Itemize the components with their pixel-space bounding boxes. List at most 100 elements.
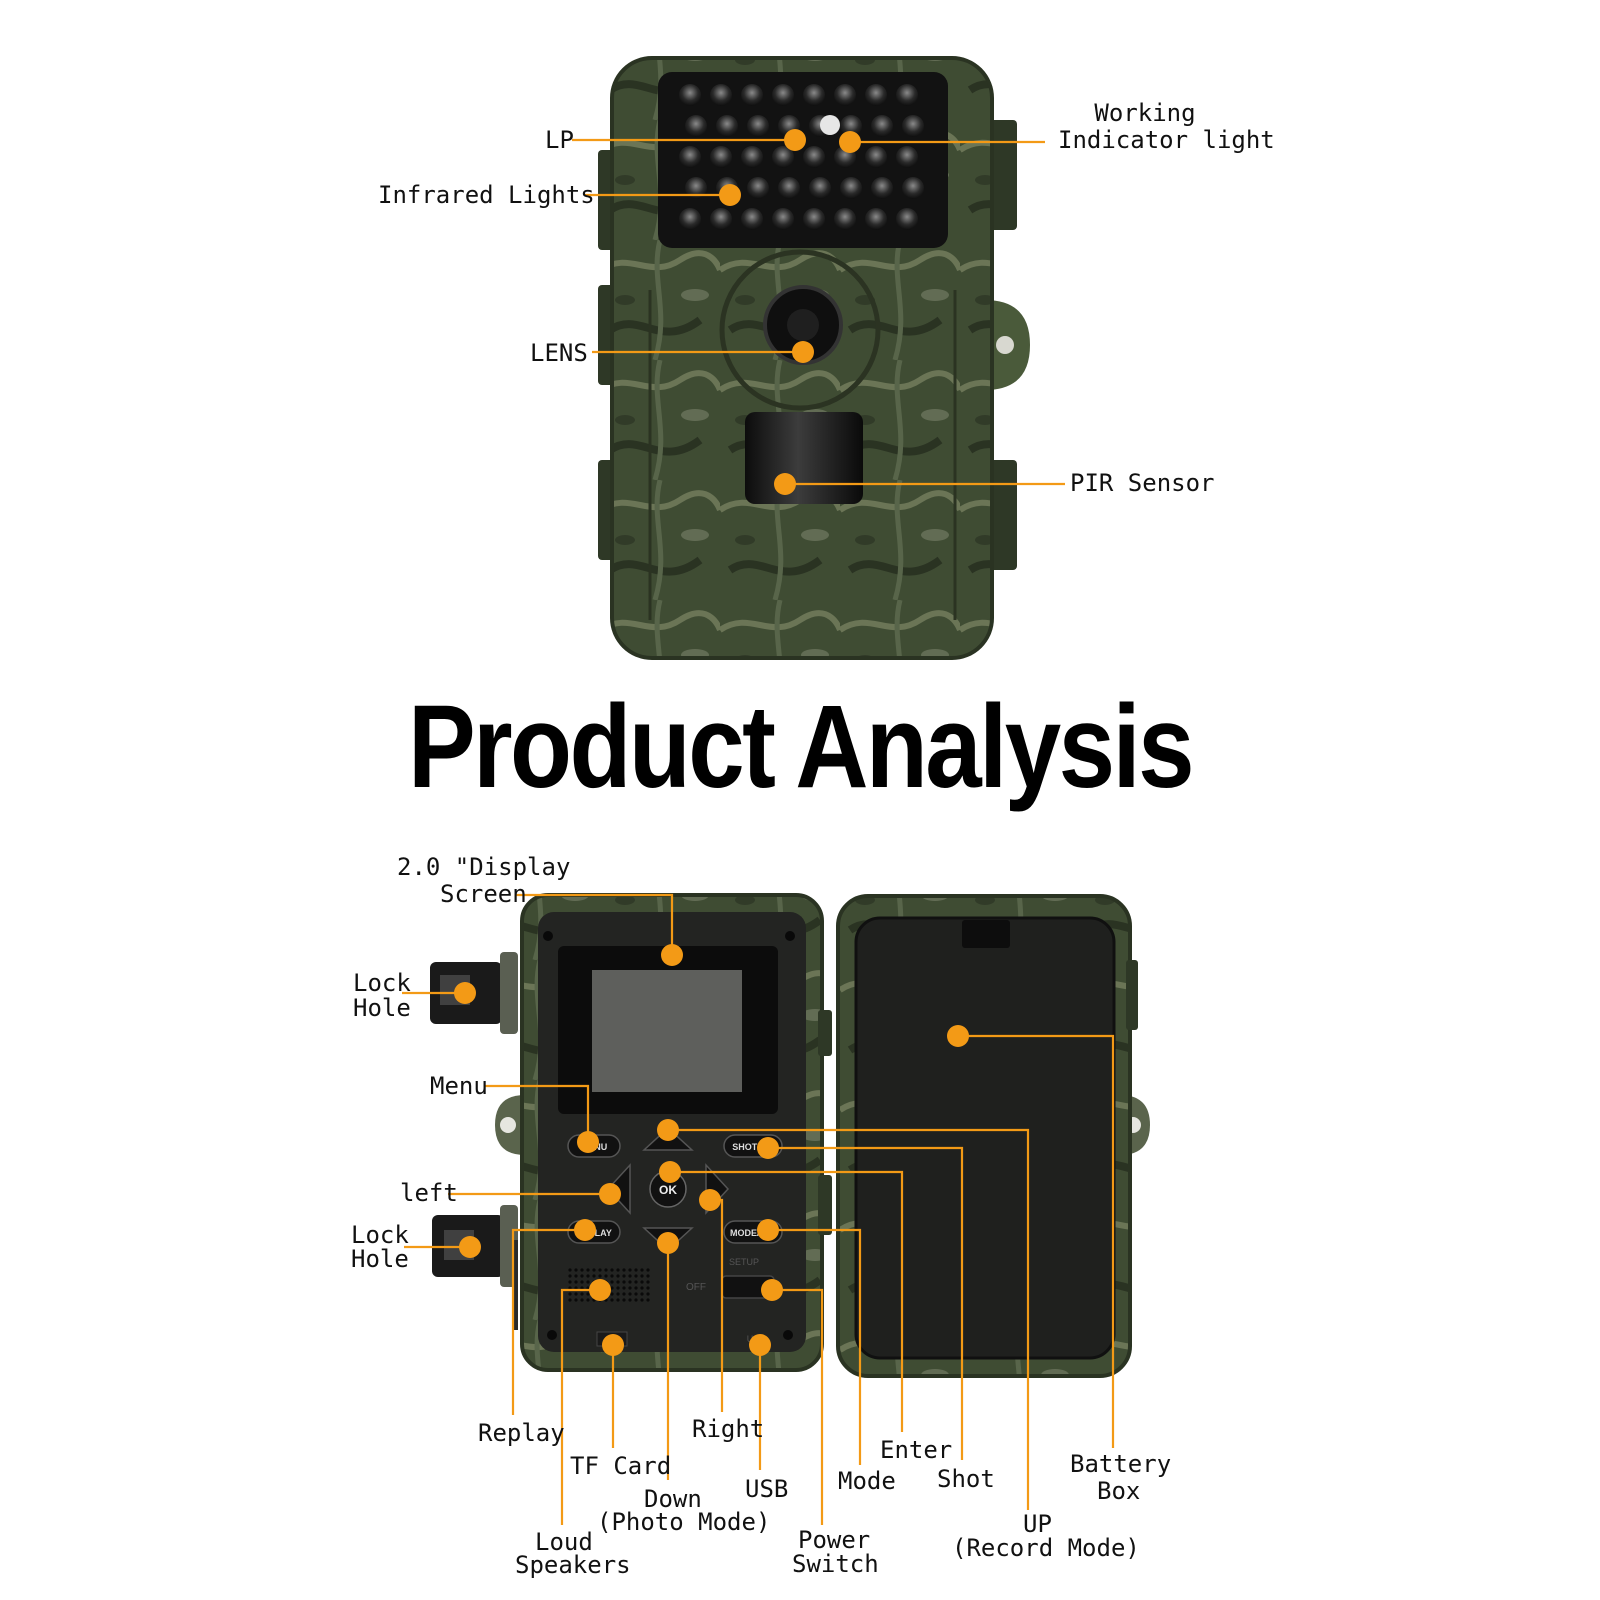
infrared-led [679,208,701,230]
infrared-led [716,115,738,137]
infrared-led [772,84,794,106]
speaker-hole [580,1292,584,1296]
callout-up-dot [657,1119,679,1141]
screw [547,1330,557,1340]
display-screen [592,970,742,1092]
label-power-line2: Switch [792,1550,879,1578]
label-power-line1: Power [798,1526,871,1554]
label-up-line1: UP [1023,1510,1052,1538]
infrared-led [896,208,918,230]
front-panel-lines [648,290,957,620]
infrared-led [772,146,794,168]
label-display-line1: 2.0 "Display [397,853,571,881]
callout-replay-line [511,1228,585,1415]
callout-lines [402,129,1115,1525]
side-strap [512,1240,518,1330]
label-pir-sensor: PIR Sensor [1070,469,1215,497]
speaker-hole [586,1298,590,1302]
speaker-hole [610,1274,614,1278]
infrared-led [834,84,856,106]
callout-menu-dot [577,1131,599,1153]
speaker-hole [640,1286,644,1290]
speaker-hole [574,1286,578,1290]
callout-lens-dot [792,341,814,363]
back-strap-hole-left [500,1117,516,1133]
speaker-hole [592,1268,596,1272]
infrared-led [747,177,769,199]
infrared-led [896,84,918,106]
infrared-led [865,146,887,168]
speaker-hole [622,1292,626,1296]
speaker-hole [628,1298,632,1302]
infrared-led [685,177,707,199]
infrared-led [803,84,825,106]
speaker-hole [592,1274,596,1278]
speaker-hole [634,1280,638,1284]
speaker-hole [622,1280,626,1284]
infrared-led [809,177,831,199]
speaker-hole [640,1292,644,1296]
speaker-hole [610,1268,614,1272]
callout-display-line [515,893,674,955]
infrared-led-grid [679,84,924,230]
label-up-line2: (Record Mode) [952,1534,1140,1562]
speaker-hole [634,1274,638,1278]
speaker-hole [646,1280,650,1284]
callout-lock-hole-bottom-dot [459,1236,481,1258]
label-tf-card: TF Card [570,1452,672,1480]
speaker-hole [640,1268,644,1272]
callout-down-dot [657,1232,679,1254]
infrared-led [896,146,918,168]
callout-lock-hole-top-dot [454,982,476,1004]
infrared-led [902,115,924,137]
lens-housing [719,249,881,411]
lens-glass [787,309,819,341]
callout-enter-line [670,1170,904,1432]
speaker-hole [568,1280,572,1284]
callout-mode-dot [757,1219,779,1241]
speaker-hole [580,1280,584,1284]
screw [785,931,795,941]
infrared-led [871,177,893,199]
label-display-line2: Screen [440,880,527,908]
callout-menu-line [485,1084,590,1142]
speaker-hole [586,1274,590,1278]
speaker-hole [616,1280,620,1284]
speaker-hole [574,1274,578,1278]
label-battery-line2: Box [1097,1477,1141,1505]
speaker-hole [580,1286,584,1290]
speaker-hole [628,1274,632,1278]
speaker-hole [568,1298,572,1302]
speaker-hole [586,1268,590,1272]
speaker-hole [646,1274,650,1278]
pir-sensor [745,412,863,504]
speaker-hole [580,1298,584,1302]
speaker-hole [610,1286,614,1290]
label-menu: Menu [430,1072,488,1100]
hinge-top [500,952,518,1034]
infrared-led [840,115,862,137]
speaker-grille [568,1268,650,1302]
callout-usb-dot [749,1334,771,1356]
infrared-led [865,84,887,106]
speaker-hole [634,1268,638,1272]
callout-loud-speakers-dot [589,1279,611,1301]
callout-working-dot [839,131,861,153]
infrared-led [741,146,763,168]
speaker-hole [598,1274,602,1278]
callout-power-line [772,1288,824,1525]
speaker-hole [568,1286,572,1290]
label-enter: Enter [880,1436,953,1464]
speaker-hole [574,1268,578,1272]
speaker-hole [586,1292,590,1296]
label-lock-hole-1b: Hole [353,994,411,1022]
speaker-hole [580,1274,584,1278]
infrared-led [865,208,887,230]
off-text: OFF [686,1282,706,1293]
speaker-hole [568,1292,572,1296]
callout-tf-card-dot [602,1334,624,1356]
speaker-hole [610,1298,614,1302]
speaker-hole [586,1286,590,1290]
callout-up-line [668,1128,1030,1510]
